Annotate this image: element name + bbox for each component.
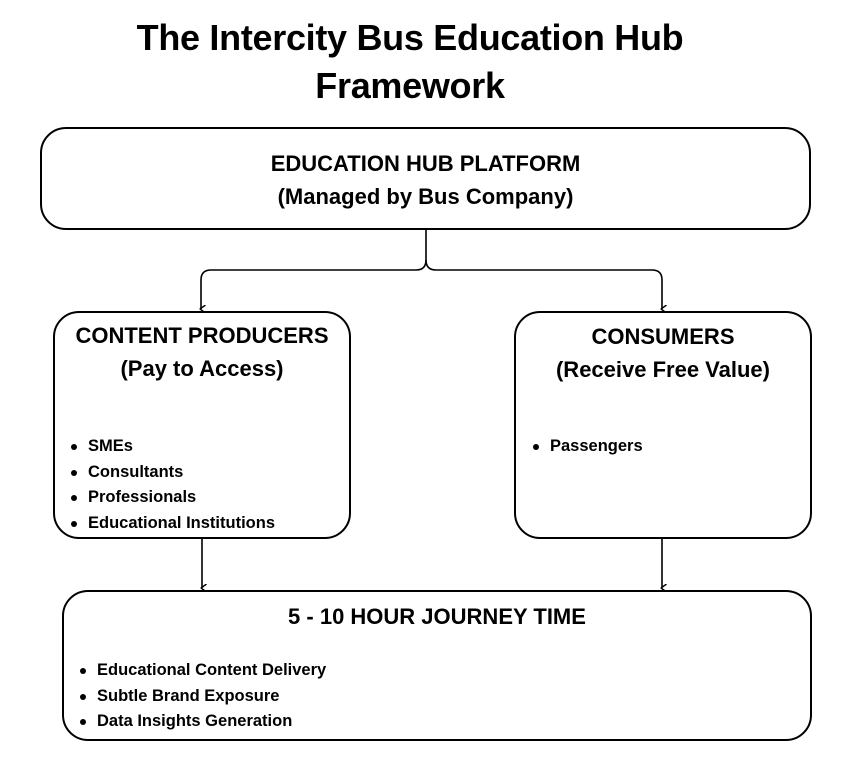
journey-heading: 5 - 10 HOUR JOURNEY TIME [288, 604, 586, 629]
diagram-title-line-2: Framework [315, 65, 505, 106]
list-item: Educational Content Delivery [80, 658, 326, 684]
list-item: SMEs [71, 434, 275, 460]
platform-heading: EDUCATION HUB PLATFORM [270, 151, 581, 176]
producers-header: CONTENT PRODUCERS (Pay to Access) [55, 313, 349, 385]
journey-list: Educational Content Delivery Subtle Bran… [80, 658, 326, 735]
education-hub-platform-box: EDUCATION HUB PLATFORM (Managed by Bus C… [40, 127, 811, 230]
producers-subheading: (Pay to Access) [120, 356, 284, 381]
consumers-box: CONSUMERS (Receive Free Value) Passenger… [514, 311, 812, 539]
list-item: Passengers [533, 434, 643, 460]
content-producers-box: CONTENT PRODUCERS (Pay to Access) SMEs C… [53, 311, 351, 539]
journey-header: 5 - 10 HOUR JOURNEY TIME [64, 592, 810, 633]
list-item: Data Insights Generation [80, 709, 326, 735]
producers-heading: CONTENT PRODUCERS [75, 323, 329, 348]
list-item: Educational Institutions [71, 511, 275, 537]
consumers-header: CONSUMERS (Receive Free Value) [516, 313, 810, 386]
connector-platform-stem [415, 230, 427, 271]
journey-time-box: 5 - 10 HOUR JOURNEY TIME Educational Con… [62, 590, 812, 741]
connector-platform-to-producers [201, 269, 416, 309]
producers-list: SMEs Consultants Professionals Education… [71, 434, 275, 536]
consumers-subheading: (Receive Free Value) [555, 357, 770, 382]
consumers-heading: CONSUMERS [591, 324, 735, 349]
diagram-title: The Intercity Bus Education Hub Framewor… [60, 14, 760, 110]
consumers-list: Passengers [533, 434, 643, 460]
list-item: Consultants [71, 460, 275, 486]
list-item: Subtle Brand Exposure [80, 684, 326, 710]
connector-platform-to-consumers [425, 259, 662, 309]
list-item: Professionals [71, 485, 275, 511]
diagram-title-line-1: The Intercity Bus Education Hub [136, 17, 684, 58]
platform-header: EDUCATION HUB PLATFORM (Managed by Bus C… [42, 129, 809, 213]
platform-subheading: (Managed by Bus Company) [277, 184, 574, 209]
